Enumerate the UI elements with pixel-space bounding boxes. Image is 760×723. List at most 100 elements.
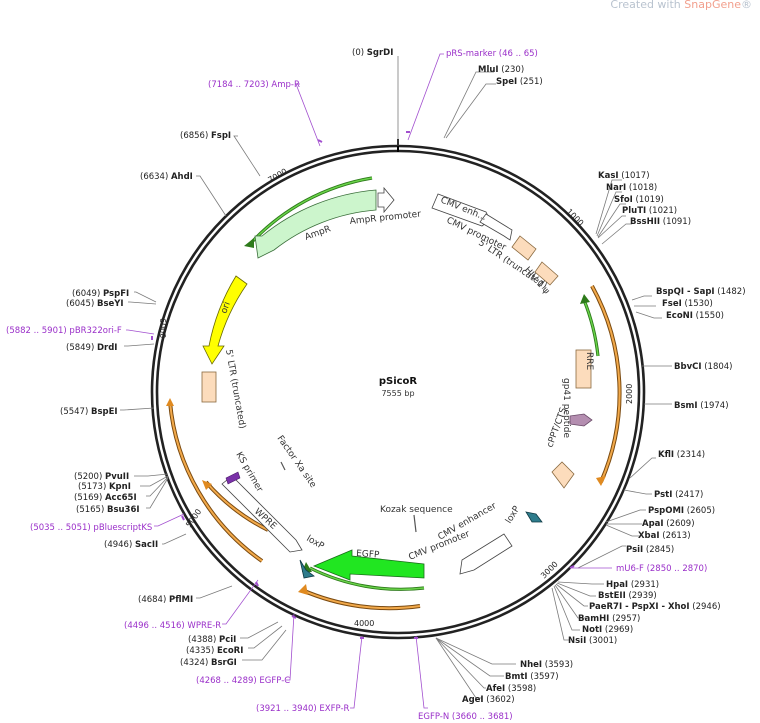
feature-rre <box>575 349 592 389</box>
primer-labels: pRS-marker (46 .. 65) (7184 .. 7203) Amp… <box>6 49 707 722</box>
site-apai: ApaI (2609) <box>642 519 695 529</box>
orf-arc-bottom <box>301 588 421 611</box>
feature-cmv-promoter-top <box>479 213 513 241</box>
feature-factor-xa <box>280 461 286 471</box>
site-psti: PstI (2417) <box>654 490 703 500</box>
site-bbvci: BbvCI (1804) <box>674 362 732 372</box>
feature-ks-primer <box>225 471 241 485</box>
site-bamhi: BamHI (2957) <box>578 614 640 624</box>
label-kozak: Kozak sequence <box>380 505 453 515</box>
site-agei: AgeI (3602) <box>462 695 515 705</box>
site-labels: (0) SgrDI MluI (230) SpeI (251) KasI (10… <box>60 48 746 705</box>
feature-cmv-enhancer <box>459 533 513 575</box>
site-econi: EcoNI (1550) <box>666 311 724 321</box>
plasmid-name: pSicoR <box>379 376 418 387</box>
snapgene-watermark: Created with SnapGene® <box>610 0 752 11</box>
site-fspi: (6856) FspI <box>180 131 231 141</box>
site-pcii: (4388) PciI <box>188 635 236 645</box>
feature-ori <box>202 275 248 365</box>
site-mlui: MluI (230) <box>478 65 524 75</box>
site-fsei: FseI (1530) <box>662 299 713 309</box>
label-loxp-left: loxP <box>305 534 327 552</box>
site-nsii: NsiI (3001) <box>568 636 617 646</box>
orf-arc-left <box>168 401 264 563</box>
primer-prs-marker: pRS-marker (46 .. 65) <box>446 49 538 59</box>
label-loxp-right: loxP <box>504 504 523 525</box>
site-spei: SpeI (251) <box>496 77 543 87</box>
feature-gp41 <box>569 413 593 427</box>
site-psii: PsiI (2845) <box>626 545 674 555</box>
site-xbai: XbaI (2613) <box>638 531 691 541</box>
orf-arrow-right <box>596 476 606 486</box>
feature-kozak <box>413 514 417 533</box>
feature-5ltr-left <box>201 371 217 403</box>
label-rre: RRE <box>584 352 594 371</box>
plasmid-length: 7555 bp <box>381 389 414 398</box>
primer-leaders <box>126 53 612 709</box>
tick-4000: 4000 <box>354 619 374 628</box>
site-bsrgi: (4324) BsrGI <box>180 658 237 668</box>
site-hpai: HpaI (2931) <box>606 580 659 590</box>
site-ahdi: (6634) AhdI <box>140 172 193 182</box>
site-bsu36i: (5165) Bsu36I <box>76 505 140 515</box>
feature-egfp <box>312 549 425 581</box>
site-drdi: (5849) DrdI <box>66 343 117 353</box>
watermark-prefix: Created with <box>610 0 681 11</box>
orf-arcs <box>166 285 622 611</box>
site-bspei: (5547) BspEI <box>60 407 118 417</box>
site-kpni: (5173) KpnI <box>78 482 131 492</box>
site-paer7i-pspxi-xhoi: PaeR7I - PspXI - XhoI (2946) <box>589 602 721 612</box>
watermark-brand: SnapGene <box>684 0 741 11</box>
features <box>201 186 593 581</box>
tick-6000: 6000 <box>158 318 167 338</box>
site-kasi: KasI (1017) <box>598 171 650 181</box>
site-bmti: BmtI (3597) <box>505 672 559 682</box>
feature-hiv-psi <box>534 261 559 286</box>
green-arcs <box>244 176 600 591</box>
site-afei: AfeI (3598) <box>486 684 536 694</box>
site-nari: NarI (1018) <box>606 183 657 193</box>
feature-ampr <box>254 189 377 259</box>
primer-wpre-r: (4496 .. 4516) WPRE-R <box>124 621 221 631</box>
tick-3000: 3000 <box>539 560 560 581</box>
feature-cppt <box>551 461 575 489</box>
label-egfp: EGFP <box>356 549 380 561</box>
site-pflmi: (4684) PflMI <box>138 595 193 605</box>
primer-egfp-c: (4268 .. 4289) EGFP-C <box>196 676 290 686</box>
site-bsmi: BsmI (1974) <box>674 401 729 411</box>
label-ori: ori <box>219 301 232 315</box>
site-nhei: NheI (3593) <box>520 660 573 670</box>
site-pspfi: (6049) PspFI <box>72 289 129 299</box>
primer-amp-r: (7184 .. 7203) Amp-R <box>208 80 300 90</box>
site-pvuii: (5200) PvuII <box>74 472 129 482</box>
label-gp41: gp41 peptide <box>561 378 571 438</box>
feature-ampr-promoter <box>377 186 395 214</box>
feature-wpre <box>221 475 303 553</box>
primer-pbluescriptks: (5035 .. 5051) pBluescriptKS <box>30 523 152 533</box>
site-sgrdi: (0) SgrDI <box>352 48 393 58</box>
primer-mu6-f: mU6-F (2850 .. 2870) <box>616 564 707 574</box>
site-sacii: (4946) SacII <box>104 540 158 550</box>
leader-lines <box>120 56 672 699</box>
site-ecori: (4335) EcoRI <box>186 646 243 656</box>
tick-2000: 2000 <box>625 384 634 404</box>
site-acc65i: (5169) Acc65I <box>74 493 137 503</box>
label-5ltr-left: 5' LTR (truncated) <box>223 349 247 430</box>
watermark-mark: ® <box>741 0 752 11</box>
site-bspqi-sapi: BspQI - SapI (1482) <box>656 287 746 297</box>
site-noti: NotI (2969) <box>582 625 633 635</box>
primer-exfp-r: (3921 .. 3940) EXFP-R <box>256 704 350 714</box>
primer-pbr322ori-f: (5882 .. 5901) pBR322ori-F <box>6 326 122 336</box>
green-arc-right <box>582 299 600 357</box>
tick-1000: 1000 <box>565 207 586 228</box>
primer-marks <box>151 131 575 639</box>
site-pluti: PluTI (1021) <box>622 206 677 216</box>
site-sfoi: SfoI (1019) <box>614 195 664 205</box>
feature-5ltr-top <box>511 235 537 261</box>
feature-loxp-left <box>299 559 315 579</box>
site-bsteii: BstEII (2939) <box>598 591 657 601</box>
site-pspomi: PspOMI (2605) <box>648 506 715 516</box>
primer-egfp-n: EGFP-N (3660 .. 3681) <box>418 712 513 722</box>
site-bseyi: (6045) BseYI <box>66 299 124 309</box>
